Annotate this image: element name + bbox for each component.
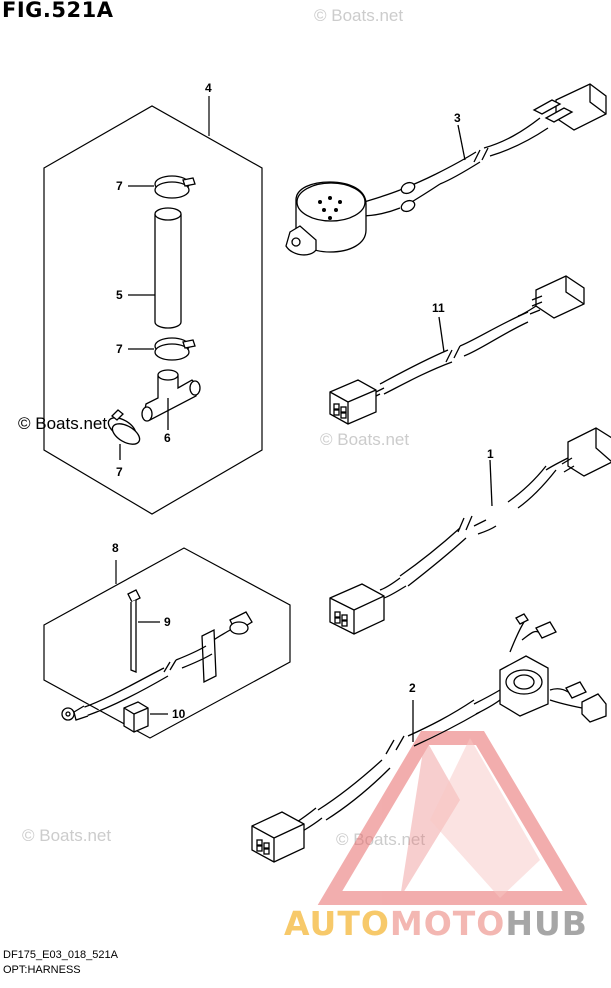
brand-part-hub: HUB xyxy=(505,904,588,943)
ground-lead xyxy=(61,611,253,721)
brand-part-auto: AUTO xyxy=(284,904,390,943)
callout-9: 9 xyxy=(164,615,171,629)
callout-7-middle: 7 xyxy=(116,342,123,356)
kit-box-4 xyxy=(43,96,263,515)
copyright-label: © Boats.net xyxy=(18,414,108,433)
tee-joint-6 xyxy=(141,369,201,430)
callout-6: 6 xyxy=(164,431,171,445)
callout-11: 11 xyxy=(432,301,445,315)
hose-clamp-bottom xyxy=(107,409,141,460)
brand-logo-icon xyxy=(317,731,588,905)
callout-10: 10 xyxy=(172,707,186,721)
callout-3: 3 xyxy=(454,111,461,125)
callout-1: 1 xyxy=(487,447,494,461)
figure-code: DF175_E03_018_521A xyxy=(3,949,118,961)
harness-1 xyxy=(329,427,611,635)
fuse-connector-10 xyxy=(123,701,168,733)
watermark-copyright: © Boats.net xyxy=(320,430,410,449)
figure-title: FIG.521A xyxy=(2,0,114,22)
hose-clamp-top xyxy=(128,175,196,199)
callout-5: 5 xyxy=(116,288,123,302)
callout-2: 2 xyxy=(409,681,416,695)
brand-wordmark: AUTOMOTOHUB xyxy=(284,904,588,943)
kit-box-8 xyxy=(43,547,291,739)
callout-8: 8 xyxy=(112,541,119,555)
buzzer-harness-3 xyxy=(285,83,607,256)
harness-11 xyxy=(329,275,585,425)
callout-7-bottom: 7 xyxy=(116,465,123,479)
figure-subtitle: OPT:HARNESS xyxy=(3,964,81,976)
watermark-copyright: © Boats.net xyxy=(314,6,404,25)
callout-4: 4 xyxy=(205,81,212,95)
watermark-copyright: © Boats.net xyxy=(22,826,112,845)
cable-tie-9 xyxy=(127,589,160,673)
hose-5 xyxy=(128,207,182,329)
harness-2 xyxy=(251,613,607,863)
callout-7-top: 7 xyxy=(116,179,123,193)
hose-clamp-middle xyxy=(128,337,196,361)
brand-part-moto: MOTO xyxy=(389,904,506,943)
